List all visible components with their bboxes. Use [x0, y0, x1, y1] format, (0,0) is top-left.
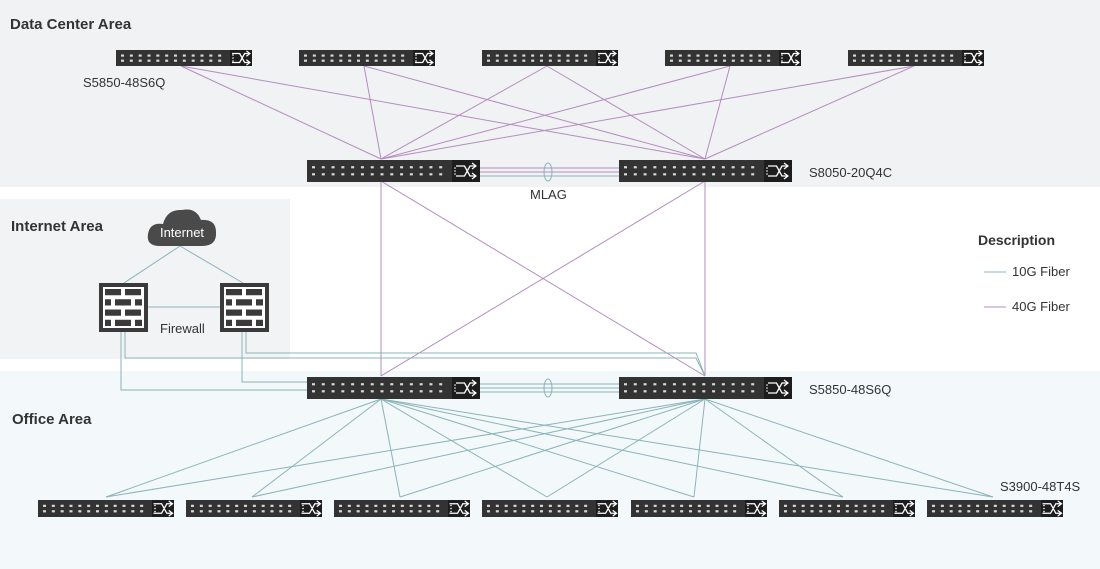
cloud-icon: Internet	[147, 209, 217, 246]
fiber-10g-link	[380, 398, 548, 498]
fiber-10g-link	[380, 398, 401, 498]
fiber-10g-link	[693, 398, 706, 498]
internet-cloud-label: Internet	[160, 225, 204, 240]
dc-core-switch-left	[307, 160, 480, 182]
firewall-right	[220, 283, 269, 332]
fiber-40g-link	[180, 65, 706, 160]
fiber-40g-link	[380, 180, 706, 377]
firewall-icon	[99, 283, 148, 332]
fiber-10g-link	[380, 398, 844, 498]
dc-access-switch-label: S5850-48S6Q	[83, 75, 166, 90]
fiber-10g-link	[179, 245, 244, 284]
fiber-10g-link	[704, 398, 844, 498]
switch-icon	[454, 162, 477, 180]
fiber-40g-link	[363, 65, 382, 160]
switch-icon	[781, 50, 800, 66]
devices-layer: Internet	[38, 50, 1063, 517]
fiber-10g-link	[380, 398, 994, 498]
fiber-10g-link	[380, 398, 695, 498]
dc-access-switch	[848, 50, 984, 66]
fiber-10g-link	[105, 398, 706, 498]
dc-core-switch-label: S8050-20Q4C	[809, 165, 893, 180]
switch-icon	[449, 500, 470, 517]
mlag-label: MLAG	[530, 187, 567, 202]
switch-icon	[598, 50, 617, 66]
fiber-10g-link	[399, 398, 706, 498]
office-area-title: Office Area	[12, 411, 92, 428]
legend-10g-label: 10G Fiber	[1012, 264, 1070, 279]
links-layer	[105, 65, 1006, 498]
fiber-10g-link	[245, 331, 706, 377]
office-access-switch	[779, 500, 915, 517]
switch-icon	[894, 500, 915, 517]
data-center-area-title: Data Center Area	[10, 16, 132, 33]
fiber-10g-link	[251, 398, 382, 498]
fiber-40g-link	[704, 65, 731, 160]
legend-title: Description	[978, 232, 1056, 248]
office-core-switch-right	[619, 377, 792, 399]
office-access-switch	[334, 500, 470, 517]
fiber-10g-link	[546, 398, 706, 498]
fiber-10g-link	[105, 398, 382, 498]
switch-icon	[415, 50, 434, 66]
office-access-switch-label: S3900-48T4S	[1000, 479, 1081, 494]
dc-core-switch-right	[619, 160, 792, 182]
internet-area-title: Internet Area	[11, 218, 103, 235]
fiber-10g-link	[241, 331, 307, 383]
switch-icon	[597, 500, 618, 517]
firewall-icon	[220, 283, 269, 332]
switch-icon	[1042, 500, 1063, 517]
firewall-left	[99, 283, 148, 332]
legend-40g-label: 40G Fiber	[1012, 299, 1070, 314]
mlag-ring	[543, 378, 553, 398]
fiber-10g-link	[123, 245, 181, 284]
switch-icon	[746, 500, 767, 517]
office-access-switch	[482, 500, 618, 517]
dc-access-switch	[299, 50, 435, 66]
fiber-10g-link	[124, 331, 706, 377]
office-access-switch	[186, 500, 322, 517]
mlag-ring	[543, 162, 553, 182]
data-center-area	[0, 0, 1100, 187]
fiber-40g-link	[380, 65, 548, 160]
fiber-40g-link	[546, 65, 706, 160]
firewall-label: Firewall	[160, 321, 205, 336]
fiber-10g-link	[120, 331, 307, 391]
dc-access-switch	[482, 50, 618, 66]
office-core-switch-label: S5850-48S6Q	[809, 382, 892, 397]
switch-icon	[153, 500, 174, 517]
fiber-10g-link	[704, 398, 994, 498]
switch-icon	[232, 50, 251, 66]
switch-icon	[454, 379, 477, 397]
office-area	[0, 371, 1100, 569]
office-core-switch-left	[307, 377, 480, 399]
fiber-40g-link	[704, 65, 915, 160]
fiber-10g-link	[251, 398, 706, 498]
office-access-switch	[927, 500, 1063, 517]
office-access-switch	[631, 500, 767, 517]
dc-access-switch	[665, 50, 801, 66]
dc-access-switch	[116, 50, 252, 66]
switch-icon	[766, 162, 789, 180]
switch-icon	[301, 500, 322, 517]
switch-icon	[766, 379, 789, 397]
switch-icon	[964, 50, 983, 66]
fiber-40g-link	[380, 65, 915, 160]
fiber-40g-link	[363, 65, 706, 160]
office-access-switch	[38, 500, 174, 517]
fiber-40g-link	[180, 65, 382, 160]
fiber-40g-link	[380, 65, 731, 160]
